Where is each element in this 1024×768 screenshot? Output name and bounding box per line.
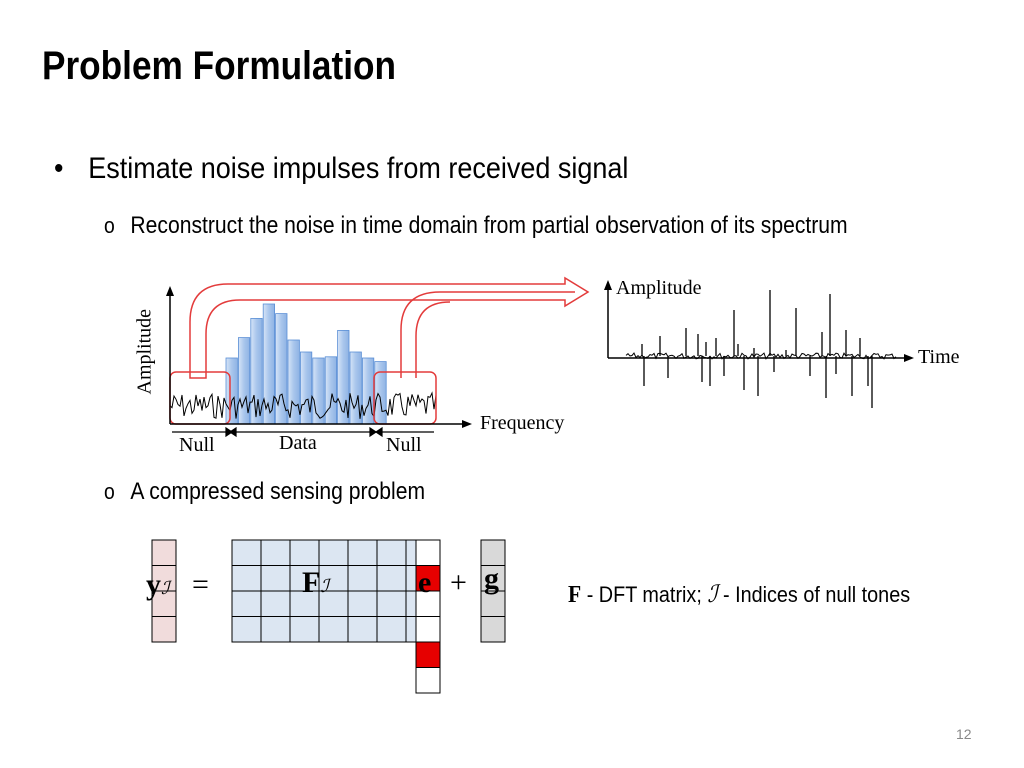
- caption-i-desc: - Indices of null tones: [717, 582, 911, 607]
- eq-y-letter: y: [146, 568, 161, 601]
- subbullet-marker: o: [104, 213, 115, 238]
- yvec-cell: [151, 590, 177, 617]
- eq-e-symbol: e: [418, 566, 431, 600]
- fmat-cell: [260, 590, 291, 617]
- spectrum-y-label: Amplitude: [133, 308, 156, 395]
- fmat-cell: [231, 565, 262, 592]
- spectrum-noise: [169, 391, 437, 419]
- eq-plus: +: [450, 566, 467, 599]
- fmat-cell: [347, 616, 378, 643]
- spectrum-bar: [312, 357, 325, 425]
- spectrum-x-label: Frequency: [480, 412, 565, 434]
- spectrum-bar: [287, 339, 300, 425]
- null-box-left: [169, 371, 231, 425]
- eq-y-subscript: ℐ: [161, 578, 170, 598]
- bullet-estimate: • Estimate noise impulses from received s…: [54, 152, 628, 186]
- yvec-cell: [151, 616, 177, 643]
- evec-cell: [415, 539, 441, 566]
- page-number: 12: [956, 726, 972, 742]
- f-matrix: [231, 539, 436, 643]
- evec-cell: [415, 590, 441, 617]
- spectrum-y-arrowhead: [166, 286, 174, 296]
- spectrum-x-arrowhead: [462, 420, 472, 428]
- fmat-cell: [231, 590, 262, 617]
- fmat-cell: [289, 565, 320, 592]
- time-noise-trace: [625, 352, 897, 360]
- time-impulses: [641, 290, 873, 408]
- spectrum-bar: [374, 361, 387, 425]
- y-vector: [151, 539, 177, 643]
- fmat-cell: [376, 590, 407, 617]
- eq-g-letter: g: [484, 562, 499, 595]
- subbullet-text: A compressed sensing problem: [130, 478, 426, 505]
- caption-f-desc: - DFT matrix;: [581, 582, 708, 607]
- bullet-marker: •: [54, 152, 64, 185]
- region-data: Data: [279, 432, 317, 454]
- eq-f-letter: F: [302, 566, 321, 599]
- fmat-cell: [289, 539, 320, 566]
- evec-cell: [415, 616, 441, 643]
- region-markers: [172, 426, 434, 438]
- subbullet-reconstruct: o Reconstruct the noise in time domain fr…: [104, 212, 848, 240]
- fmat-cell: [260, 616, 291, 643]
- evec-cell: [415, 565, 441, 592]
- subbullet-compressed: o A compressed sensing problem: [104, 478, 425, 506]
- fmat-cell: [376, 565, 407, 592]
- gvec-cell: [480, 616, 506, 643]
- slide-title: Problem Formulation: [42, 44, 396, 88]
- bullet-text: Estimate noise impulses from received si…: [88, 152, 629, 185]
- red-arrow-inner: [400, 291, 575, 378]
- evec-cell: [415, 667, 441, 694]
- eq-equals: =: [192, 568, 209, 601]
- eq-e-letter: e: [418, 566, 432, 599]
- subbullet-marker: o: [104, 479, 115, 504]
- e-vector: [415, 539, 441, 694]
- fmat-cell: [231, 616, 262, 643]
- spectrum-bar: [324, 356, 338, 425]
- gvec-cell: [480, 565, 506, 592]
- fmat-cell: [260, 565, 291, 592]
- fmat-cell: [376, 616, 407, 643]
- fmat-cell: [231, 539, 262, 566]
- time-y-label: Amplitude: [616, 277, 702, 299]
- fmat-cell: [376, 539, 407, 566]
- gvec-cell: [480, 539, 506, 566]
- evec-cell: [415, 641, 441, 668]
- fmat-cell: [260, 539, 291, 566]
- fmat-cell: [347, 590, 378, 617]
- fmat-cell: [318, 539, 349, 566]
- yvec-cell: [151, 539, 177, 566]
- equation-caption: F - DFT matrix; ℐ - Indices of null tone…: [568, 580, 910, 609]
- fmat-cell: [289, 616, 320, 643]
- caption-f: F: [568, 582, 582, 608]
- eq-y-symbol: yℐ: [146, 568, 169, 602]
- time-y-arrowhead: [604, 280, 612, 290]
- g-vector: [480, 539, 506, 643]
- time-x-arrowhead: [904, 354, 914, 362]
- spectrum-bar: [299, 351, 313, 425]
- red-arrow-outer: [189, 276, 590, 379]
- fmat-cell: [347, 539, 378, 566]
- region-null-left: Null: [179, 434, 215, 456]
- region-null-right: Null: [386, 434, 422, 456]
- subbullet-text: Reconstruct the noise in time domain fro…: [130, 212, 848, 239]
- yvec-cell: [151, 565, 177, 592]
- time-x-label: Time: [918, 346, 960, 368]
- eq-g-symbol: g: [484, 562, 499, 596]
- caption-i: ℐ: [707, 582, 718, 608]
- fmat-cell: [318, 616, 349, 643]
- fmat-cell: [347, 565, 378, 592]
- eq-f-subscript: ℐ: [320, 576, 329, 596]
- eq-f-symbol: Fℐ: [302, 566, 329, 600]
